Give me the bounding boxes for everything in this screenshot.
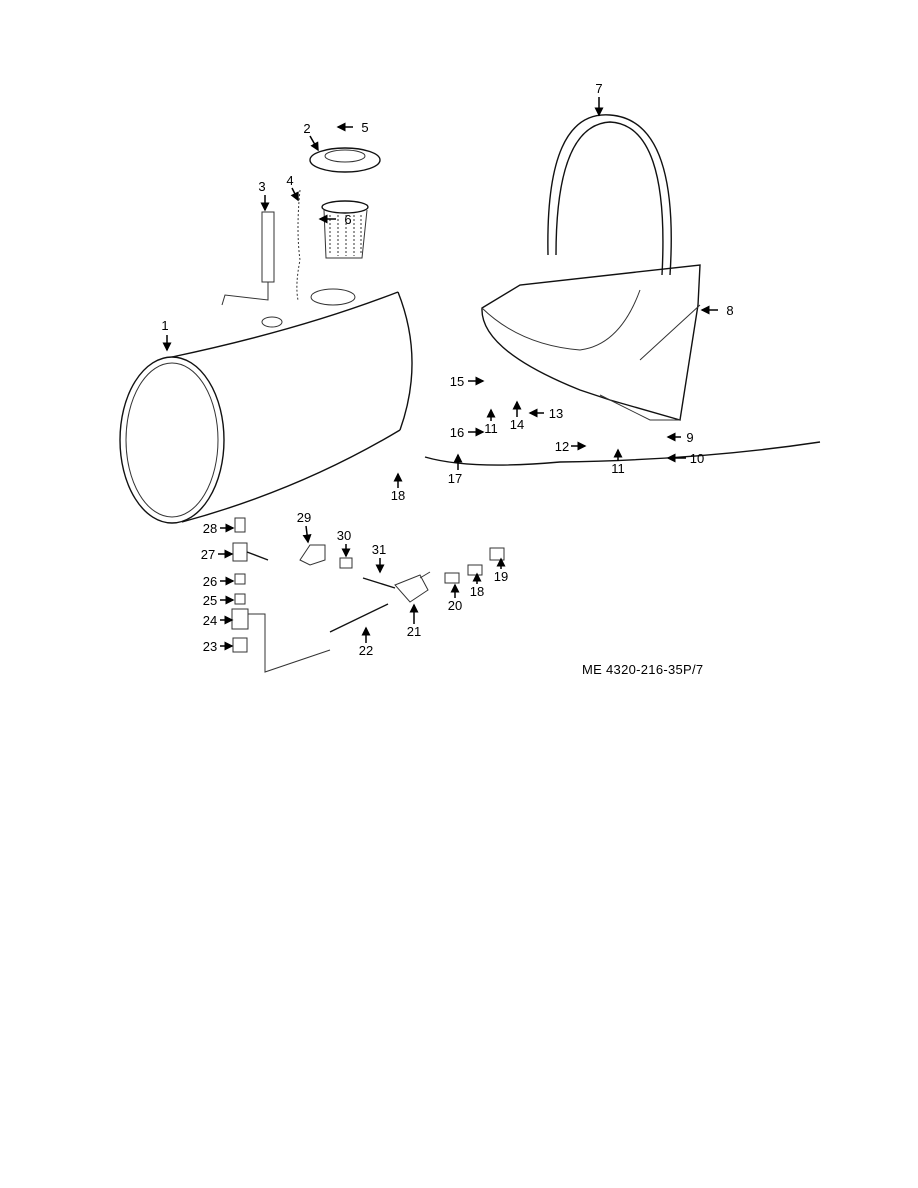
callout-label-16: 16 bbox=[450, 425, 464, 440]
callout-label-18: 18 bbox=[470, 584, 484, 599]
shutoff-valve bbox=[394, 571, 431, 603]
callout-label-3: 3 bbox=[258, 179, 265, 194]
elbow-fitting bbox=[489, 547, 505, 561]
callout-label-1: 1 bbox=[161, 318, 168, 333]
callout-label-15: 15 bbox=[450, 374, 464, 389]
filler-cap bbox=[309, 147, 381, 173]
callout-label-29: 29 bbox=[297, 510, 311, 525]
callout-label-6: 6 bbox=[344, 212, 351, 227]
nipple bbox=[362, 577, 396, 589]
callout-arrow-4 bbox=[290, 187, 299, 202]
figure-caption: ME 4320-216-35P/7 bbox=[582, 662, 704, 677]
callout-label-31: 31 bbox=[372, 542, 386, 557]
pipe-nipple bbox=[329, 603, 389, 633]
callout-label-20: 20 bbox=[448, 598, 462, 613]
callout-label-25: 25 bbox=[203, 593, 217, 608]
callout-label-12: 12 bbox=[555, 439, 569, 454]
callout-label-14: 14 bbox=[510, 417, 524, 432]
drain-fittings bbox=[231, 517, 331, 673]
callout-label-24: 24 bbox=[203, 613, 217, 628]
callout-label-28: 28 bbox=[203, 521, 217, 536]
elbow bbox=[299, 544, 326, 566]
callout-arrow-2 bbox=[309, 135, 319, 152]
callout-label-11: 11 bbox=[484, 421, 498, 436]
callout-label-11: 11 bbox=[611, 461, 625, 476]
cap-chain bbox=[296, 189, 301, 301]
callout-label-7: 7 bbox=[595, 81, 602, 96]
callout-label-13: 13 bbox=[549, 406, 563, 421]
callout-arrow-29 bbox=[302, 525, 312, 544]
callout-label-18: 18 bbox=[391, 488, 405, 503]
callout-label-30: 30 bbox=[337, 528, 351, 543]
callout-label-26: 26 bbox=[203, 574, 217, 589]
callout-label-22: 22 bbox=[359, 643, 373, 658]
callout-label-2: 2 bbox=[303, 121, 310, 136]
callout-label-10: 10 bbox=[690, 451, 704, 466]
strainer bbox=[321, 200, 369, 259]
bushing bbox=[339, 557, 353, 569]
callout-label-8: 8 bbox=[726, 303, 733, 318]
callout-label-19: 19 bbox=[494, 569, 508, 584]
fitting bbox=[467, 564, 483, 576]
tank-cradle bbox=[481, 264, 701, 421]
adapter bbox=[444, 572, 460, 584]
callout-label-5: 5 bbox=[361, 120, 368, 135]
callout-label-23: 23 bbox=[203, 639, 217, 654]
fuel-tank bbox=[119, 288, 413, 524]
fuel-gauge bbox=[221, 211, 275, 306]
callout-label-21: 21 bbox=[407, 624, 421, 639]
callout-label-27: 27 bbox=[201, 547, 215, 562]
callout-label-17: 17 bbox=[448, 471, 462, 486]
callout-label-9: 9 bbox=[686, 430, 693, 445]
callout-label-4: 4 bbox=[286, 173, 293, 188]
tank-strap bbox=[547, 114, 672, 276]
fuel-line bbox=[424, 441, 821, 466]
